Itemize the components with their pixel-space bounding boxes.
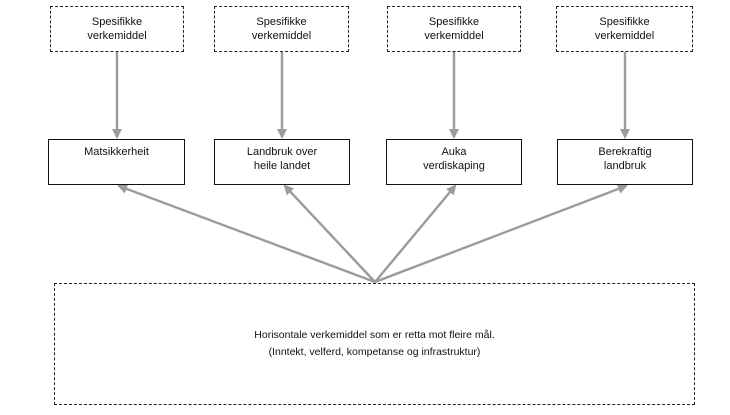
horizontal-instruments-examples: (Inntekt, velferd, kompetanse og infrast… [268,346,481,358]
goal-3-line2: verdiskaping [423,160,485,172]
specific-instrument-box-2: Spesifikke verkemiddel [214,6,349,52]
arrow-horizontal-to-goal-3 [374,184,457,283]
goal-box-berekraftig-landbruk: Berekraftig landbruk [557,139,693,185]
goal-3-line1: Auka [441,146,467,158]
goal-1-line1: Matsikkerheit [84,146,149,158]
goal-box-landbruk-over-heile-landet: Landbruk over heile landet [214,139,350,185]
specific-instrument-1-line2: verkemiddel [87,30,147,42]
goal-box-auka-verdiskaping: Auka verdiskaping [386,139,522,185]
specific-instrument-2-line2: verkemiddel [251,30,312,42]
arrow-horizontal-to-goal-1 [117,184,376,284]
arrow-horizontal-to-goal-2 [283,184,376,283]
specific-instrument-3-line2: verkemiddel [424,30,484,42]
specific-instrument-box-4: Spesifikke verkemiddel [556,6,693,52]
goal-4-line2: landbruk [603,160,647,172]
specific-instrument-2-line1: Spesifikke [256,16,307,28]
specific-instrument-4-line1: Spesifikke [599,16,650,28]
goal-2-line1: Landbruk over [246,146,318,158]
goal-2-line2: heile landet [253,160,311,172]
goal-4-line1: Berekraftig [598,146,652,158]
specific-instrument-3-line1: Spesifikke [428,16,480,28]
goal-box-matsikkerheit: Matsikkerheit [48,139,185,185]
specific-instrument-box-1: Spesifikke verkemiddel [50,6,184,52]
specific-instrument-1-line1: Spesifikke [91,16,143,28]
specific-instrument-box-3: Spesifikke verkemiddel [387,6,521,52]
specific-instrument-4-line2: verkemiddel [594,30,655,42]
horizontal-instruments-title: Horisontale verkemiddel som er retta mot… [254,329,495,341]
arrow-horizontal-to-goal-4 [374,184,628,284]
horizontal-instruments-box: Horisontale verkemiddel som er retta mot… [54,283,695,405]
